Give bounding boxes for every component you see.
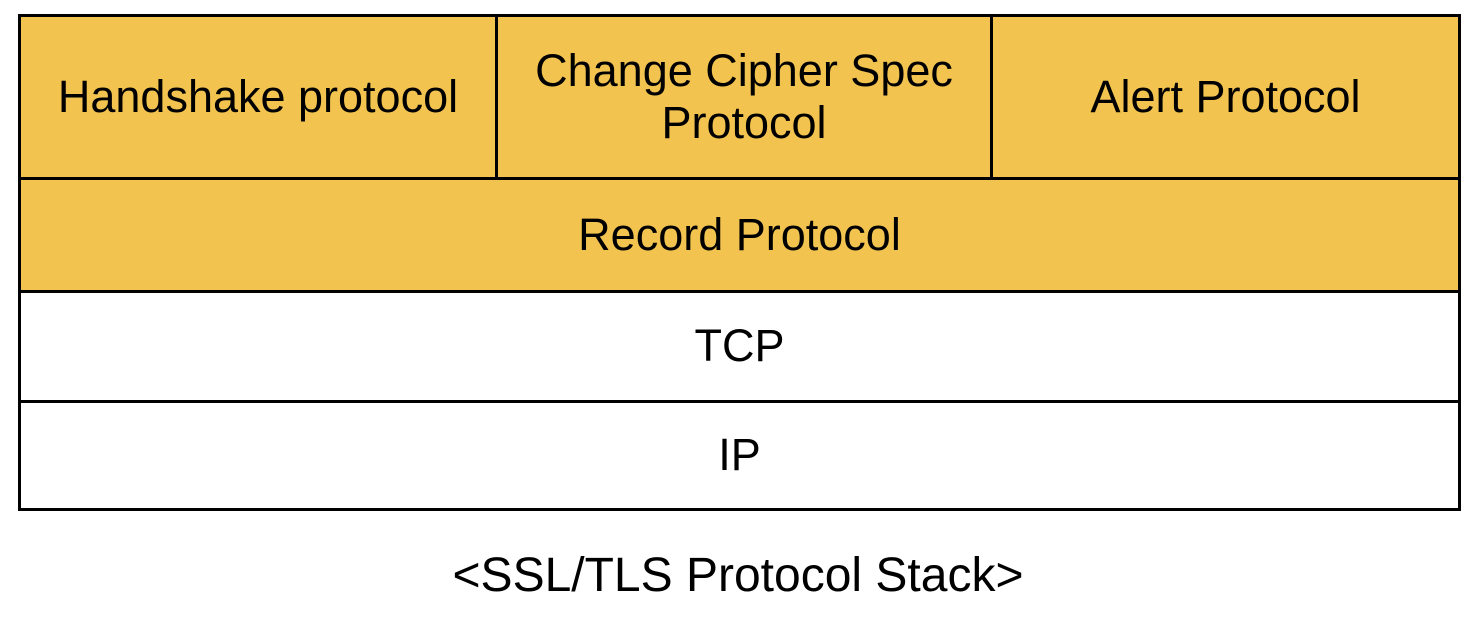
record-protocol-row: Record Protocol: [18, 177, 1461, 293]
tcp-row: TCP: [18, 290, 1461, 403]
diagram-caption: <SSL/TLS Protocol Stack>: [452, 549, 1024, 602]
cell-ip: IP: [18, 400, 1461, 511]
cell-tcp: TCP: [18, 290, 1461, 403]
cell-handshake-protocol: Handshake protocol: [18, 14, 498, 180]
ip-row: IP: [18, 400, 1461, 511]
cell-record-protocol: Record Protocol: [18, 177, 1461, 293]
top-layer-row: Handshake protocol Change Cipher Spec Pr…: [18, 14, 1461, 180]
cell-alert-protocol: Alert Protocol: [990, 14, 1461, 180]
cell-change-cipher-spec-protocol: Change Cipher Spec Protocol: [495, 14, 993, 180]
protocol-stack-table: Handshake protocol Change Cipher Spec Pr…: [18, 14, 1461, 511]
